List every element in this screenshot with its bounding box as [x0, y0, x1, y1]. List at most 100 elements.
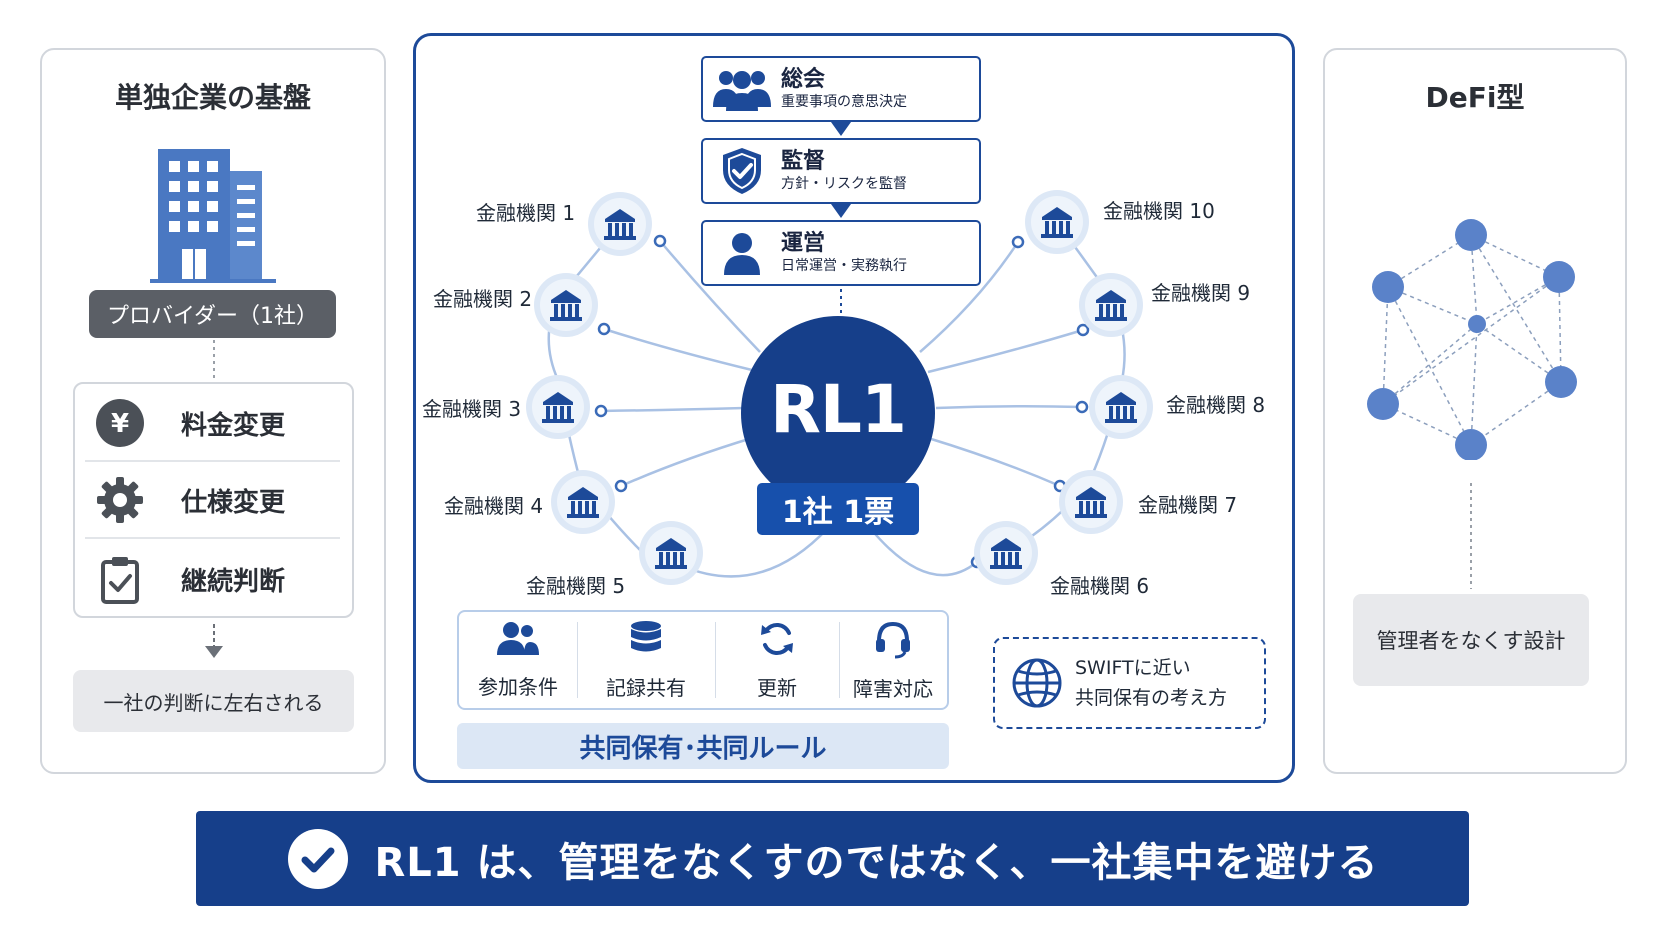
list-item-label: 仕様変更	[181, 487, 286, 518]
network-node	[1545, 366, 1577, 398]
connector-7	[927, 436, 1061, 488]
arrow-down-icon	[831, 122, 851, 136]
rl1-hub-label: RL1	[770, 371, 907, 448]
refresh-icon	[758, 620, 796, 662]
building-icon	[150, 149, 276, 283]
network-node	[1455, 429, 1487, 460]
list-item-fee-change: ¥ 料金変更	[85, 384, 340, 462]
dotted-connector	[213, 340, 215, 382]
institution-label-3: 金融機関 3	[422, 397, 522, 421]
decentralized-network-icon	[1367, 219, 1577, 460]
connector-dot	[1011, 235, 1025, 249]
person-icon	[703, 231, 781, 275]
governance-title: 総会	[781, 67, 826, 92]
arrow-down-icon	[831, 204, 851, 218]
connector-9	[927, 328, 1084, 374]
general-assembly-box: 総会 重要事項の意思決定	[701, 56, 981, 122]
connector-dot	[1075, 400, 1089, 414]
conclusion-banner: RL1 は、管理をなくすのではなく、一社集中を避ける	[196, 811, 1469, 906]
connector-dot	[970, 555, 984, 569]
feature-record-sharing: 記録共有	[577, 612, 715, 708]
institution-label-8: 金融機関 8	[1166, 393, 1266, 417]
connector-dot	[1053, 479, 1067, 493]
feature-participation: 参加条件	[459, 612, 577, 708]
shield-check-icon	[703, 146, 781, 196]
governance-subtitle: 重要事項の意思決定	[781, 94, 907, 110]
dotted-connector	[1470, 483, 1472, 589]
institution-label-2: 金融機関 2	[433, 287, 533, 311]
provider-pill: プロバイダー（1社）	[89, 290, 336, 338]
down-arrow-icon	[205, 624, 223, 658]
clipboard-check-icon	[93, 552, 147, 606]
headset-icon	[873, 619, 913, 663]
feature-label: 参加条件	[478, 674, 558, 699]
connector-10	[919, 241, 1020, 353]
institution-label-4: 金融機関 4	[444, 494, 544, 518]
svg-text:¥: ¥	[111, 409, 129, 439]
connector-dot	[653, 234, 667, 248]
divider	[715, 622, 716, 698]
institution-label-6: 金融機関 6	[1050, 574, 1150, 598]
swift-note-line2: 共同保有の考え方	[1075, 687, 1228, 709]
list-item-continuation: 継続判断	[85, 540, 340, 618]
network-node	[1543, 261, 1575, 293]
governance-title: 運営	[781, 231, 826, 256]
one-company-one-vote-badge: 1社 1票	[757, 483, 919, 535]
connector-8	[935, 404, 1083, 410]
institution-label-9: 金融機関 9	[1151, 281, 1251, 305]
shared-features-box: 参加条件 記録共有 更新 障害対応	[457, 610, 949, 710]
connector-dot	[1076, 323, 1090, 337]
no-administrator-design: 管理者をなくす設計	[1353, 594, 1589, 686]
supervision-box: 監督 方針・リスクを監督	[701, 138, 981, 204]
swift-note-line1: SWIFTに近い	[1075, 657, 1191, 679]
feature-label: 障害対応	[853, 676, 933, 701]
divider	[85, 460, 340, 462]
list-item-label: 料金変更	[181, 410, 286, 441]
yen-icon: ¥	[93, 396, 147, 450]
divider	[85, 537, 340, 539]
ring-arc-left	[547, 223, 643, 553]
connector-1	[659, 240, 761, 353]
governance-title: 監督	[781, 149, 826, 174]
list-item-label: 継続判断	[181, 566, 286, 597]
feature-label: 更新	[757, 675, 797, 700]
connector-dot	[594, 404, 608, 418]
network-node	[1367, 388, 1399, 420]
institution-label-1: 金融機関 1	[476, 201, 576, 225]
connector-dot	[614, 479, 628, 493]
connector-dot	[597, 322, 611, 336]
check-circle-icon	[286, 827, 350, 891]
connector-3	[600, 406, 745, 413]
connector-dot	[673, 558, 687, 572]
institution-label-7: 金融機関 7	[1138, 493, 1238, 517]
left-panel-title: 単独企業の基盤	[114, 81, 311, 114]
institution-label-10: 金融機関 10	[1103, 199, 1215, 223]
gear-icon	[93, 473, 147, 527]
connector-2	[603, 327, 753, 372]
institution-label-5: 金融機関 5	[526, 574, 626, 598]
network-node	[1468, 315, 1486, 333]
operations-box: 運営 日常運営・実務執行	[701, 220, 981, 286]
connector-5	[679, 527, 829, 578]
rl1-hub	[741, 316, 935, 510]
single-company-result: 一社の判断に左右される	[73, 670, 354, 732]
conclusion-text: RL1 は、管理をなくすのではなく、一社集中を避ける	[374, 839, 1379, 886]
provider-decisions-list	[73, 382, 354, 618]
divider	[839, 622, 840, 698]
shared-rules-bar: 共同保有･共同ルール	[457, 723, 949, 769]
governance-subtitle: 日常運営・実務執行	[781, 258, 907, 274]
connector-4	[620, 436, 753, 488]
feature-update: 更新	[715, 612, 839, 708]
swift-note: SWIFTに近い 共同保有の考え方	[993, 637, 1266, 729]
network-node	[1372, 271, 1404, 303]
network-node	[1455, 219, 1487, 251]
database-icon	[629, 620, 663, 662]
divider	[577, 622, 578, 698]
people-icon	[703, 67, 781, 111]
list-item-spec-change: 仕様変更	[85, 461, 340, 539]
governance-subtitle: 方針・リスクを監督	[781, 176, 907, 192]
people-icon	[496, 621, 540, 661]
connector-6	[869, 527, 978, 577]
feature-label: 記録共有	[606, 675, 686, 700]
globe-icon	[1011, 657, 1063, 709]
